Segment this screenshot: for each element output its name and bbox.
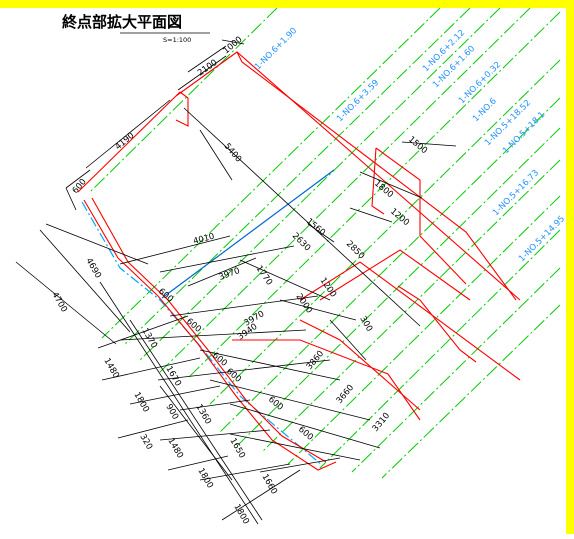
dim-label: 4010 [192,232,215,247]
dim-label: 3970 [218,266,242,283]
dim-label: 3940 [236,322,259,343]
station-label: 1-NO.6+0.32 [457,60,503,106]
dim-label: 1200 [388,207,411,229]
dim-label: 320 [137,433,154,452]
scale-label: S=1:100 [163,36,191,44]
dim-label: 4690 [83,257,102,281]
dim-label: 5400 [222,142,244,165]
dim-label: 1480 [101,357,120,381]
drawing-title: 終点部拡大平面図 [62,13,182,31]
dim-label: 1480 [165,437,184,461]
dimension-lines [15,39,457,525]
dim-label: 1800 [131,391,150,415]
dim-label: 3660 [335,383,357,406]
dim-label: 1670 [163,365,182,389]
center-lines [89,7,561,479]
dim-label: 1660 [259,473,278,497]
station-label: 1-NO.5+14.95 [517,214,567,264]
station-label: 1-NO.5+16.73 [491,168,541,218]
dim-label: 600 [266,395,285,413]
dim-label: 1800 [372,179,395,201]
dim-label: 2630 [290,231,312,253]
dim-label: 900 [163,403,180,422]
dim-label: 1800 [231,503,250,527]
dimension-values: 1000 2100 4190 600 5400 1500 1800 1560 1… [49,35,429,527]
dim-label: 4700 [49,291,68,315]
dim-label: 600 [224,367,243,385]
dim-label: 1650 [227,437,246,461]
dim-label: 600 [156,287,175,305]
dim-label: 1000 [222,35,245,57]
dim-label: 1500 [406,135,429,157]
dim-label: 2850 [344,239,366,261]
dim-label: 1770 [254,264,275,287]
dim-label: 3310 [371,411,393,434]
station-label: 1-NO.6 [471,96,499,124]
station-label: 1-NO.6+1.90 [253,26,299,72]
dim-label: 1800 [195,467,214,491]
dim-label: 600 [71,177,89,196]
dim-label: 2000 [294,292,315,315]
dim-label: 2100 [196,58,219,79]
dim-label: 300 [357,315,374,334]
